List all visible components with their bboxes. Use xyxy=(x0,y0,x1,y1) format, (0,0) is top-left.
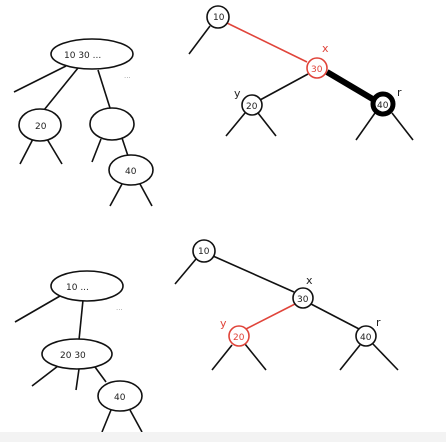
edge xyxy=(188,25,211,55)
child-node xyxy=(41,338,113,370)
edge xyxy=(14,295,61,323)
edge xyxy=(91,138,102,163)
edge-red xyxy=(243,303,296,331)
edge xyxy=(339,344,361,371)
bottom-band xyxy=(0,432,446,442)
root-keys-label: 10 ... xyxy=(66,283,89,293)
right-child-node xyxy=(89,107,135,141)
edge xyxy=(257,112,277,137)
root-ellipsis: ... xyxy=(124,72,131,80)
root-label: 10 xyxy=(213,13,225,23)
edge xyxy=(121,137,129,157)
grandchild-label: 40 xyxy=(125,167,137,177)
root-ellipsis: ... xyxy=(116,304,123,312)
edge xyxy=(94,366,107,383)
r-label: r xyxy=(397,86,402,99)
edge xyxy=(244,343,267,371)
node-r-40 xyxy=(355,325,377,347)
edge xyxy=(46,138,63,165)
node-r-40 xyxy=(370,91,396,117)
y-label: y xyxy=(220,317,227,330)
edge-red xyxy=(226,22,308,63)
root-node xyxy=(50,270,124,302)
left-child-label: 20 xyxy=(35,122,47,132)
panel-bottom-right: 10 30 x 20 y 40 r xyxy=(174,239,399,371)
grandchild-node xyxy=(108,154,154,186)
edge xyxy=(391,112,414,141)
grandchild-label: 40 xyxy=(114,393,126,403)
root-node xyxy=(50,38,134,70)
edge xyxy=(139,183,153,207)
r-key: 40 xyxy=(360,333,372,343)
edge xyxy=(174,258,197,285)
root-node-10 xyxy=(206,5,230,29)
x-key: 30 xyxy=(311,65,323,75)
edge-thick xyxy=(325,69,378,104)
y-key: 20 xyxy=(233,333,245,343)
x-label: x xyxy=(322,42,329,55)
root-keys-label: 10 30 ... xyxy=(64,51,101,61)
edge xyxy=(19,138,34,165)
edge xyxy=(31,365,59,387)
node-y-20 xyxy=(228,325,250,347)
edge xyxy=(75,368,80,391)
node-y-20 xyxy=(241,94,263,116)
panel-top-left: 10 30 ... ... 20 40 xyxy=(13,38,154,207)
edge xyxy=(13,65,67,93)
node-x-30 xyxy=(306,57,328,79)
child-keys-label: 20 30 xyxy=(60,351,86,361)
panel-top-right: 10 30 x 20 y 40 r xyxy=(188,5,414,141)
edge xyxy=(101,409,112,433)
y-label: y xyxy=(234,87,241,100)
node-x-30 xyxy=(292,287,314,309)
r-label: r xyxy=(376,316,381,329)
edge xyxy=(129,409,143,433)
grandchild-node xyxy=(97,380,143,412)
edge xyxy=(355,112,376,141)
x-label: x xyxy=(306,274,313,287)
edge xyxy=(109,183,123,207)
y-key: 20 xyxy=(246,102,258,112)
root-label: 10 xyxy=(198,247,210,257)
edge xyxy=(78,299,84,341)
edge xyxy=(211,344,233,371)
edge xyxy=(43,67,79,111)
x-key: 30 xyxy=(297,295,309,305)
edge xyxy=(97,69,111,109)
r-key: 40 xyxy=(377,101,389,111)
edge xyxy=(212,255,295,293)
root-node-10 xyxy=(192,239,216,263)
edge xyxy=(310,303,362,331)
left-child-node xyxy=(18,108,62,142)
edge xyxy=(259,73,309,101)
edge xyxy=(372,343,399,371)
panel-bottom-left: 10 ... ... 20 30 40 xyxy=(14,270,143,433)
edge xyxy=(225,112,246,137)
